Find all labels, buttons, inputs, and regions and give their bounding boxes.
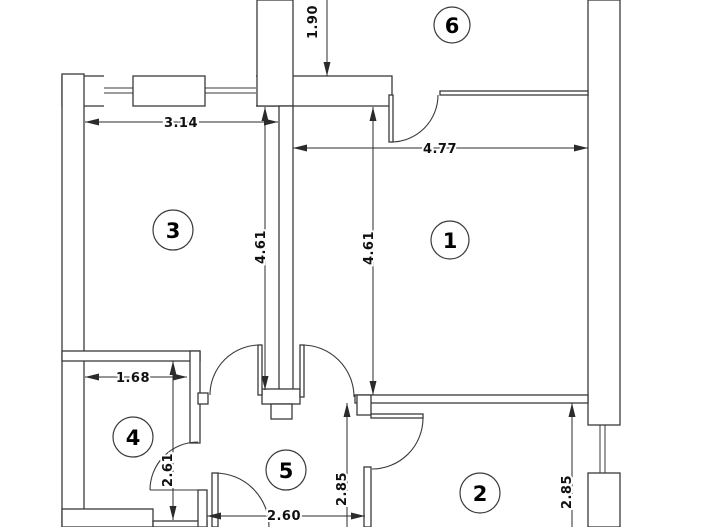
dim-261-arrow-top (169, 361, 177, 375)
room-1-circle (430, 220, 470, 260)
door-room2-leaf (370, 413, 424, 419)
door-hall-right-leaf (299, 344, 305, 398)
wall-right-exterior (587, 0, 621, 426)
door-entry-leaf (211, 472, 219, 527)
door-hall-right-arc (301, 344, 355, 398)
room-labels: 1 2 3 4 5 6 (112, 6, 501, 514)
room-2-circle (459, 472, 501, 514)
room-3-circle (152, 209, 194, 251)
room-3-label: 3 (166, 219, 181, 243)
dim-260-arrow-right (351, 512, 365, 520)
dim-285-room2-label: 2.85 (560, 475, 575, 509)
wall-room2-left (363, 466, 372, 527)
dim-314-label: 3.14 (164, 116, 198, 131)
door-entry-arc (214, 472, 270, 527)
room-1-label: 1 (443, 229, 458, 253)
door-room4-arc (149, 441, 199, 491)
room-6-label: 6 (445, 14, 460, 38)
wall-right-pier-bottom (587, 472, 621, 527)
wall-room4-bottom (61, 508, 154, 527)
room-5-circle (265, 449, 307, 491)
wall-jamb-hall-left (197, 392, 209, 405)
dim-477-arrow-right (574, 144, 588, 152)
window-mullion-box (132, 75, 206, 107)
dim-285-room2-arrow (568, 403, 576, 417)
dim-314-arrow-left (85, 118, 99, 126)
door-room6-leaf (388, 94, 394, 143)
wall-column-stub (270, 403, 293, 420)
dim-461-right-arrow-bottom (369, 381, 377, 395)
dim-168-arrow-left (85, 373, 99, 381)
dim-461-right-arrow-top (369, 107, 377, 121)
wall-left-exterior (61, 73, 85, 527)
dim-285-hall-label: 2.85 (335, 472, 350, 506)
wall-room1-bottom (354, 394, 589, 404)
dim-477-arrow-left (293, 144, 307, 152)
dim-261-label: 2.61 (161, 453, 176, 487)
wall-room6-left (256, 0, 294, 107)
wall-column-foot (261, 388, 301, 405)
dim-190-label: 1.90 (306, 5, 321, 39)
wall-jamb-room2 (356, 394, 372, 416)
door-room2-arc (371, 417, 424, 470)
door-hall-left-arc (209, 344, 261, 396)
dim-461-right-label: 4.61 (362, 231, 377, 265)
dim-477-label: 4.77 (423, 142, 457, 157)
room-4-label: 4 (126, 426, 141, 450)
dim-260-arrow-left (207, 512, 221, 520)
room-2-label: 2 (473, 482, 488, 506)
dim-260-label: 2.60 (267, 509, 301, 524)
dim-461-left-label: 4.61 (254, 230, 269, 264)
dim-285-hall-arrow (343, 403, 351, 417)
room-6-circle (433, 6, 471, 44)
wall-room3-bottom (61, 350, 201, 362)
dim-261-arrow-bottom (169, 506, 177, 520)
wall-entry-post (197, 489, 208, 527)
wall-room3-room1 (278, 105, 294, 391)
door-hall-left-leaf (257, 344, 263, 396)
room-4-circle (112, 416, 154, 458)
dimensions: 3.14 4.77 1.90 4.61 4.61 1.68 2.61 (85, 0, 588, 527)
dim-190-arrow (323, 62, 331, 76)
dim-168-arrow-right (173, 373, 187, 381)
dim-461-left-arrow-bottom (261, 376, 269, 390)
door-room6-arc (390, 94, 439, 143)
walls (61, 0, 621, 527)
dim-461-left-arrow-top (261, 107, 269, 121)
dim-168-label: 1.68 (116, 371, 150, 386)
doors (149, 94, 439, 527)
room-5-label: 5 (279, 459, 294, 483)
wall-room6-room1-thin (439, 90, 589, 96)
